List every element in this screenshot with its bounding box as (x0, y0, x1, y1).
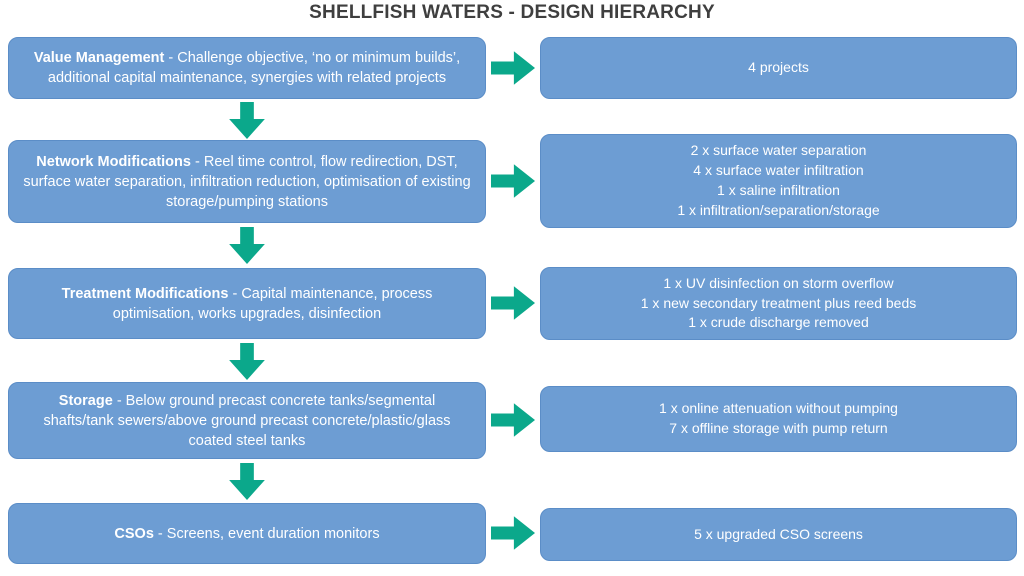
right-arrow-icon (491, 403, 535, 437)
outcome-line: 1 x crude discharge removed (688, 314, 869, 331)
hierarchy-box-title: Treatment Modifications (61, 285, 229, 302)
outcome-lines: 1 x UV disinfection on storm overflow 1 … (555, 274, 1002, 334)
right-arrow-icon (491, 51, 535, 85)
outcome-line: 7 x offline storage with pump return (669, 420, 888, 436)
outcome-line: 1 x new secondary treatment plus reed be… (640, 294, 917, 311)
outcome-line: 1 x saline infiltration (717, 182, 840, 198)
hierarchy-box-title: Storage (58, 392, 113, 409)
hierarchy-box-value-management: Value Management - Challenge objective, … (8, 37, 486, 99)
hierarchy-box-text: Storage - Below ground precast concrete … (23, 391, 471, 451)
hierarchy-box-treatment-modifications: Treatment Modifications - Capital mainte… (8, 268, 486, 339)
outcome-lines: 2 x surface water separation 4 x surface… (555, 141, 1002, 221)
hierarchy-box-title: Value Management (33, 50, 165, 66)
outcome-lines: 1 x online attenuation without pumping 7… (555, 399, 1002, 439)
outcome-line: 4 x surface water infiltration (693, 162, 864, 179)
hierarchy-box-text: Network Modifications - Reel time contro… (23, 152, 471, 212)
outcome-lines: 4 projects (555, 58, 1002, 78)
hierarchy-box-desc: - Reel time control, flow redirection, D… (23, 153, 471, 210)
down-arrow-icon (229, 102, 265, 139)
down-arrow-icon (229, 227, 265, 264)
outcome-line: 1 x infiltration/separation/storage (677, 201, 880, 218)
right-arrow-icon (491, 286, 535, 320)
hierarchy-box-text: Value Management - Challenge objective, … (23, 48, 471, 88)
hierarchy-box-desc: - Capital maintenance, process optimisat… (112, 285, 433, 322)
hierarchy-box-desc: - Challenge objective, ‘no or minimum bu… (47, 50, 461, 86)
outcome-line: 1 x UV disinfection on storm overflow (663, 274, 894, 291)
right-arrow-icon (491, 516, 535, 550)
hierarchy-box-network-modifications: Network Modifications - Reel time contro… (8, 140, 486, 223)
outcome-box-csos: 5 x upgraded CSO screens (540, 508, 1017, 561)
outcome-box-storage: 1 x online attenuation without pumping 7… (540, 386, 1017, 452)
outcome-box-value-management: 4 projects (540, 37, 1017, 99)
hierarchy-box-title: CSOs (114, 525, 154, 542)
outcome-line: 1 x online attenuation without pumping (659, 400, 898, 417)
hierarchy-box-title: Network Modifications (36, 153, 191, 170)
down-arrow-icon (229, 463, 265, 500)
hierarchy-box-desc: - Below ground precast concrete tanks/se… (43, 392, 451, 449)
hierarchy-box-desc: - Screens, event duration monitors (153, 525, 380, 542)
hierarchy-box-storage: Storage - Below ground precast concrete … (8, 382, 486, 459)
diagram-title: SHELLFISH WATERS - DESIGN HIERARCHY (309, 2, 715, 23)
outcome-line: 2 x surface water separation (690, 142, 867, 159)
outcome-box-treatment-modifications: 1 x UV disinfection on storm overflow 1 … (540, 267, 1017, 340)
hierarchy-box-text: Treatment Modifications - Capital mainte… (23, 284, 471, 324)
down-arrow-icon (229, 343, 265, 380)
outcome-box-network-modifications: 2 x surface water separation 4 x surface… (540, 134, 1017, 228)
outcome-line: 5 x upgraded CSO screens (694, 525, 863, 542)
hierarchy-box-csos: CSOs - Screens, event duration monitors (8, 503, 486, 564)
outcome-lines: 5 x upgraded CSO screens (555, 525, 1002, 545)
right-arrow-icon (491, 164, 535, 198)
outcome-line: 4 projects (748, 59, 809, 76)
hierarchy-box-text: CSOs - Screens, event duration monitors (114, 524, 379, 544)
